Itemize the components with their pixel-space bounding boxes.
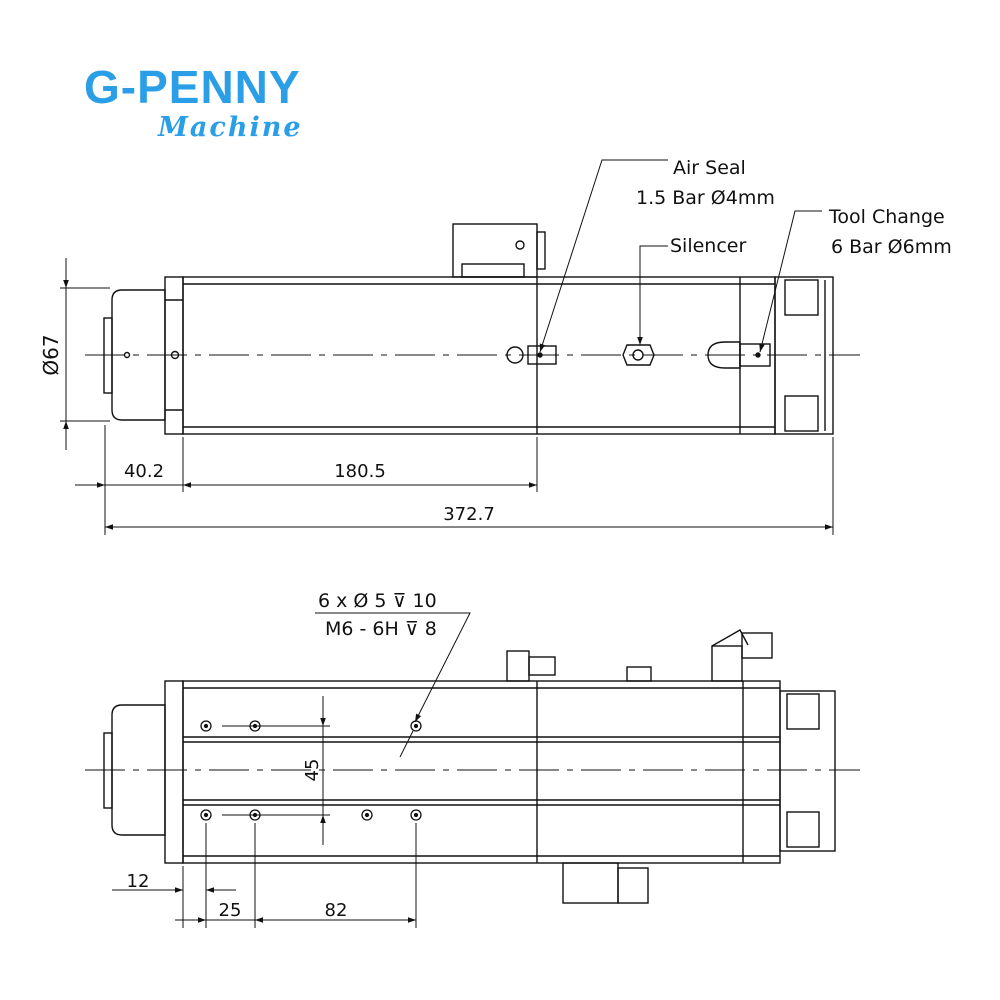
- top-diameter-dimension: [60, 258, 110, 450]
- top-length-dimensions: [75, 425, 834, 535]
- dim-front-length: 40.2: [124, 461, 164, 482]
- dim-hole-spacing: 45: [302, 759, 323, 782]
- tool-change-fitting-icon: [707, 341, 741, 369]
- bottom-main-body: [182, 680, 781, 864]
- logo: G-PENNY Machine: [84, 60, 354, 150]
- mounting-hole-icon: [410, 809, 422, 821]
- dim-body-length: 180.5: [334, 461, 386, 482]
- mounting-hole-icon: [361, 809, 373, 821]
- diameter-label: Ø67: [39, 334, 63, 375]
- dim-overall-length: 372.7: [443, 504, 495, 525]
- mounting-hole-icon: [200, 809, 212, 821]
- air-seal-spec: 1.5 Bar Ø4mm: [636, 187, 775, 209]
- silencer-fitting-icon: [622, 344, 655, 366]
- hole-note-line-1: 6 x Ø 5 ⊽ 10: [318, 590, 437, 612]
- silencer-label: Silencer: [670, 235, 746, 257]
- logo-subtitle: Machine: [158, 112, 303, 143]
- bottom-dimensions: [112, 612, 471, 928]
- air-seal-label: Air Seal: [673, 157, 746, 179]
- top-callout-leaders: [539, 159, 822, 353]
- dim-pitch-b: 82: [325, 900, 348, 921]
- mounting-hole-icon: [200, 720, 212, 732]
- tool-change-label: Tool Change: [828, 206, 945, 228]
- bottom-front-flange: [164, 680, 184, 864]
- logo-brand: G-PENNY: [84, 61, 301, 113]
- dim-pitch-a: 25: [219, 900, 242, 921]
- dim-edge: 12: [127, 871, 150, 892]
- tool-change-spec: 6 Bar Ø6mm: [831, 236, 952, 258]
- bottom-view: [103, 629, 836, 904]
- hole-note-line-2: M6 - 6H ⊽ 8: [325, 618, 437, 640]
- bottom-rear-cap: [779, 690, 836, 852]
